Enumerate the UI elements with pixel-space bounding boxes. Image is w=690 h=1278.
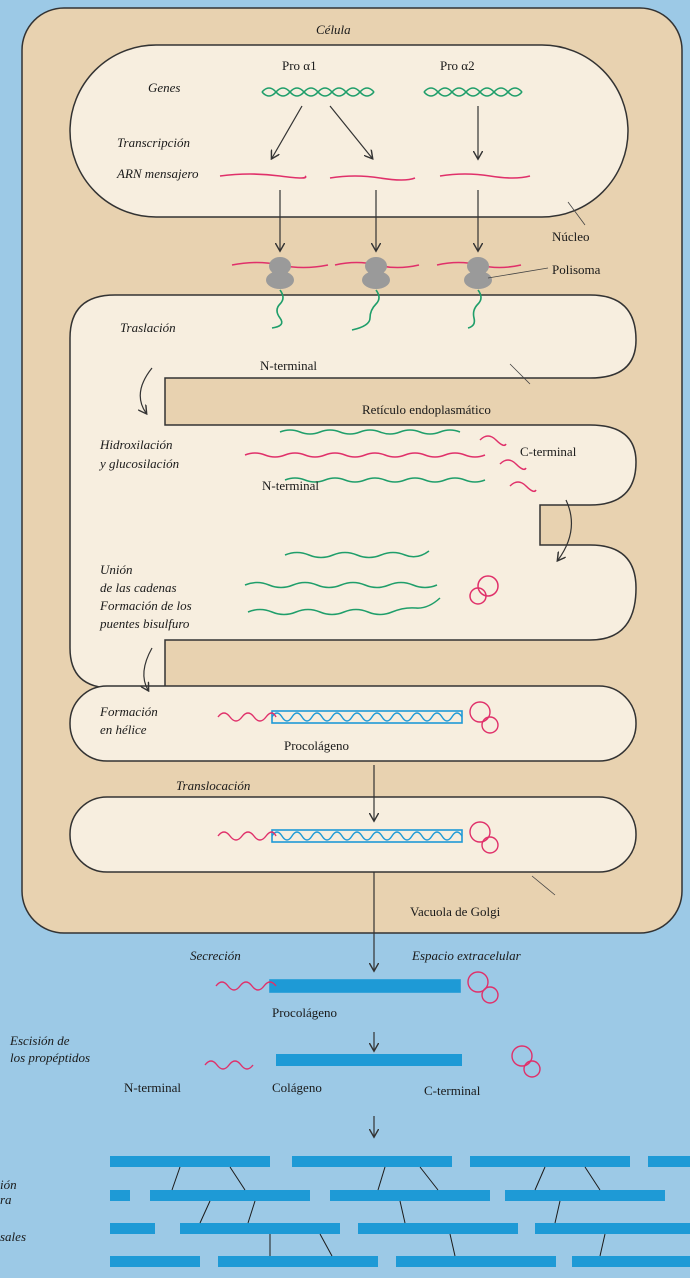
label-left-3: sales: [0, 1229, 26, 1244]
procollagen-helix-secreted: [216, 972, 498, 1003]
label-procolageno-1: Procolágeno: [284, 738, 349, 753]
label-n-terminal-2: N-terminal: [262, 478, 319, 493]
label-c-terminal-2: C-terminal: [424, 1083, 480, 1098]
label-union-4: puentes bisulfuro: [100, 616, 189, 631]
label-hidroxilacion-1: Hidroxilación: [100, 437, 172, 452]
label-n-terminal-1: N-terminal: [260, 358, 317, 373]
label-union-2: de las cadenas: [100, 580, 177, 595]
label-transcripcion: Transcripción: [117, 135, 190, 150]
label-union-3: Formación de los: [100, 598, 192, 613]
propeptide-cleavage: [205, 1046, 540, 1077]
label-golgi: Vacuola de Golgi: [410, 904, 500, 919]
collagen-fibrils: [110, 1156, 690, 1267]
label-left-1: ión: [0, 1177, 17, 1192]
label-n-terminal-3: N-terminal: [124, 1080, 181, 1095]
label-union-1: Unión: [100, 562, 133, 577]
label-pro-a2: Pro α2: [440, 58, 475, 73]
label-secrecion: Secreción: [190, 948, 241, 963]
label-procolageno-2: Procolágeno: [272, 1005, 337, 1020]
label-translocacion: Translocación: [176, 778, 250, 793]
label-nucleo: Núcleo: [552, 229, 590, 244]
label-escision-1: Escisión de: [10, 1033, 70, 1048]
crosslinks: [172, 1167, 605, 1256]
label-espacio: Espacio extracelular: [412, 948, 521, 963]
label-reticulo: Retículo endoplasmático: [362, 402, 491, 417]
label-genes: Genes: [148, 80, 181, 95]
label-arn: ARN mensajero: [117, 166, 198, 181]
label-helice-1: Formación: [100, 704, 158, 719]
label-celula: Célula: [316, 22, 351, 37]
label-helice-2: en hélice: [100, 722, 147, 737]
label-escision-2: los propéptidos: [10, 1050, 90, 1065]
label-pro-a1: Pro α1: [282, 58, 317, 73]
label-traslacion: Traslación: [120, 320, 176, 335]
label-colageno: Colágeno: [272, 1080, 322, 1095]
label-hidroxilacion-2: y glucosilación: [100, 456, 179, 471]
label-polisoma: Polisoma: [552, 262, 600, 277]
label-c-terminal-1: C-terminal: [520, 444, 576, 459]
label-left-2: ra: [0, 1192, 12, 1207]
nucleus: [70, 45, 628, 217]
